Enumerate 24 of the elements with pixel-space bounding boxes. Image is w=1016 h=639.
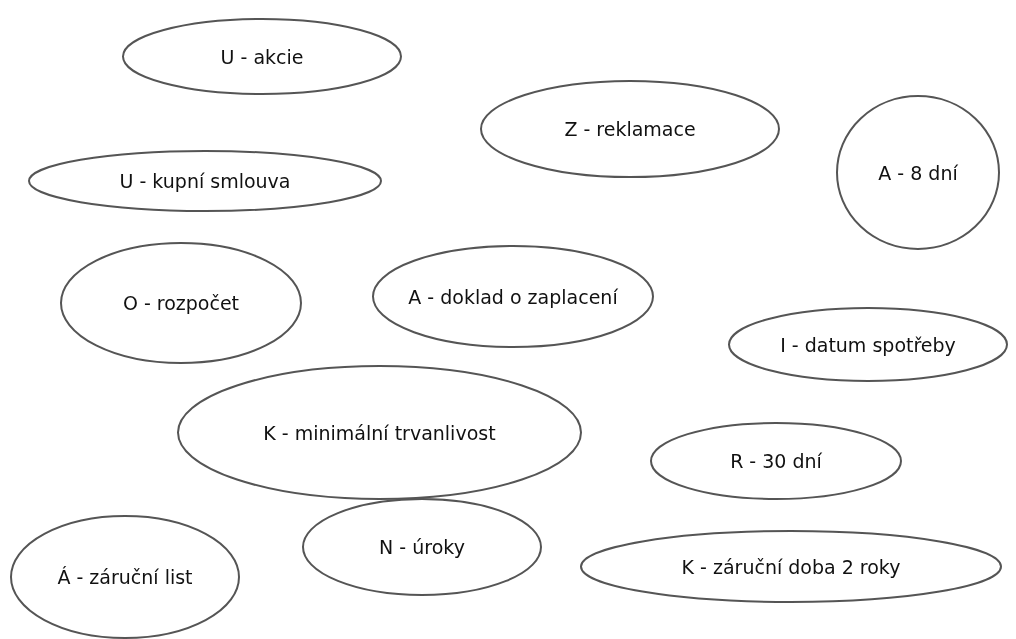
ellipse-node xyxy=(480,80,780,178)
node-label: A - 8 dní xyxy=(878,161,958,184)
ellipse-node xyxy=(177,365,582,500)
node-label: N - úroky xyxy=(379,536,465,558)
ellipse-node xyxy=(728,307,1008,382)
ellipse-node xyxy=(122,18,402,95)
node-label: Á - záruční list xyxy=(57,566,193,588)
ellipse-node xyxy=(28,150,382,212)
ellipse-node xyxy=(302,498,542,596)
node-label: R - 30 dní xyxy=(730,450,822,472)
ellipse-node xyxy=(60,242,302,364)
ellipse-node xyxy=(372,245,654,348)
ellipse-node xyxy=(580,530,1002,603)
node-label: Z - reklamace xyxy=(564,118,696,140)
node-label: K - záruční doba 2 roky xyxy=(681,555,901,578)
ellipse-node xyxy=(10,515,240,639)
ellipse-node xyxy=(836,95,1000,250)
node-label: U - kupní smlouva xyxy=(119,170,291,192)
node-label: K - minimální trvanlivost xyxy=(263,421,496,444)
node-label: O - rozpočet xyxy=(122,292,240,314)
node-label: U - akcie xyxy=(220,45,304,68)
node-label: I - datum spotřeby xyxy=(780,333,956,356)
ellipse-node xyxy=(650,422,902,500)
node-label: A - doklad o zaplacení xyxy=(408,285,618,308)
